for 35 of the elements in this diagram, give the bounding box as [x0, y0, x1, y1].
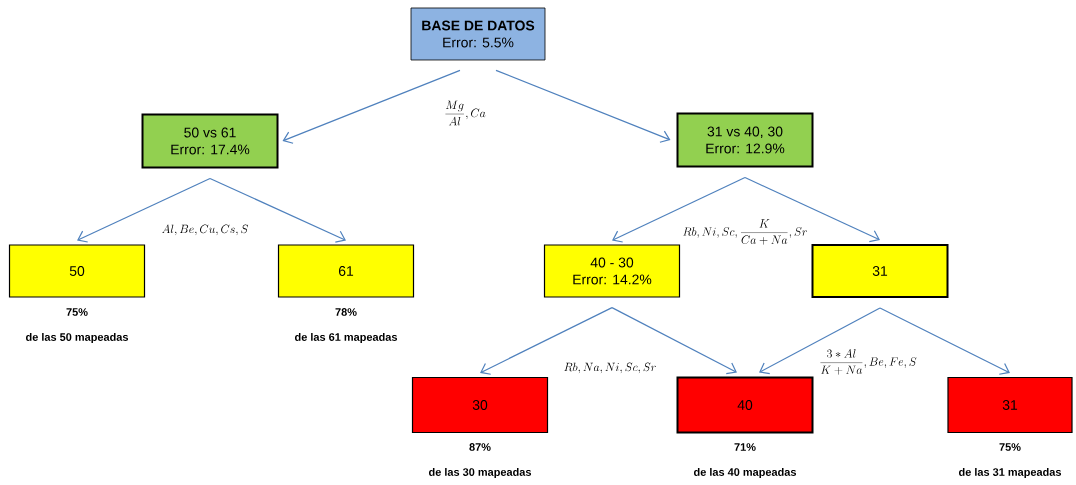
arrow: [759, 307, 881, 375]
arrow: [611, 307, 737, 375]
class-box: 50 vs 61 Error: 17.4%: [141, 113, 279, 169]
split-formula: $\frac{3 * Al}{K + Na}, Be, Fe, S$: [820, 349, 917, 375]
split-formula: $Rb, Na, Ni, Sc, Sr$: [564, 362, 656, 374]
class-box: 31: [947, 376, 1073, 434]
accuracy-note: 75%: [999, 443, 1021, 451]
split-formula: $Rb, Ni, Sc, \frac{K}{Ca + Na}, Sr$: [683, 219, 807, 245]
arrow: [77, 177, 211, 243]
accuracy-note: de las 50 mapeadas: [26, 332, 128, 344]
split-formula: $Al, Be, Cu, Cs, S$: [161, 224, 249, 236]
class-box: 50: [8, 244, 146, 298]
arrow: [879, 307, 1010, 375]
class-box: 40 - 30 Error: 14.2%: [543, 244, 681, 298]
class-box: 30: [411, 376, 549, 434]
accuracy-note: 75%: [66, 308, 88, 316]
accuracy-note: 87%: [469, 443, 491, 451]
accuracy-note: de las 30 mapeadas: [429, 467, 531, 479]
class-box: 40: [676, 376, 814, 434]
accuracy-note: 78%: [335, 308, 357, 316]
arrow: [480, 307, 613, 375]
accuracy-note: de las 61 mapeadas: [295, 332, 397, 344]
split-formula: $\frac{Mg}{Al}, Ca$: [445, 100, 486, 126]
arrow: [282, 69, 461, 144]
class-box: 31 vs 40, 30 Error: 12.9%: [676, 112, 814, 168]
accuracy-note: de las 31 mapeadas: [959, 467, 1061, 479]
arrow: [612, 176, 746, 243]
arrow: [744, 176, 880, 243]
class-box: 31: [811, 244, 949, 298]
accuracy-note: 71%: [734, 443, 756, 451]
accuracy-note: de las 40 mapeadas: [694, 467, 796, 479]
class-box: 61: [277, 244, 415, 298]
arrow: [209, 177, 346, 243]
arrow: [495, 69, 671, 143]
root-box: BASE DE DATOS Error: 5.5%: [410, 7, 546, 61]
